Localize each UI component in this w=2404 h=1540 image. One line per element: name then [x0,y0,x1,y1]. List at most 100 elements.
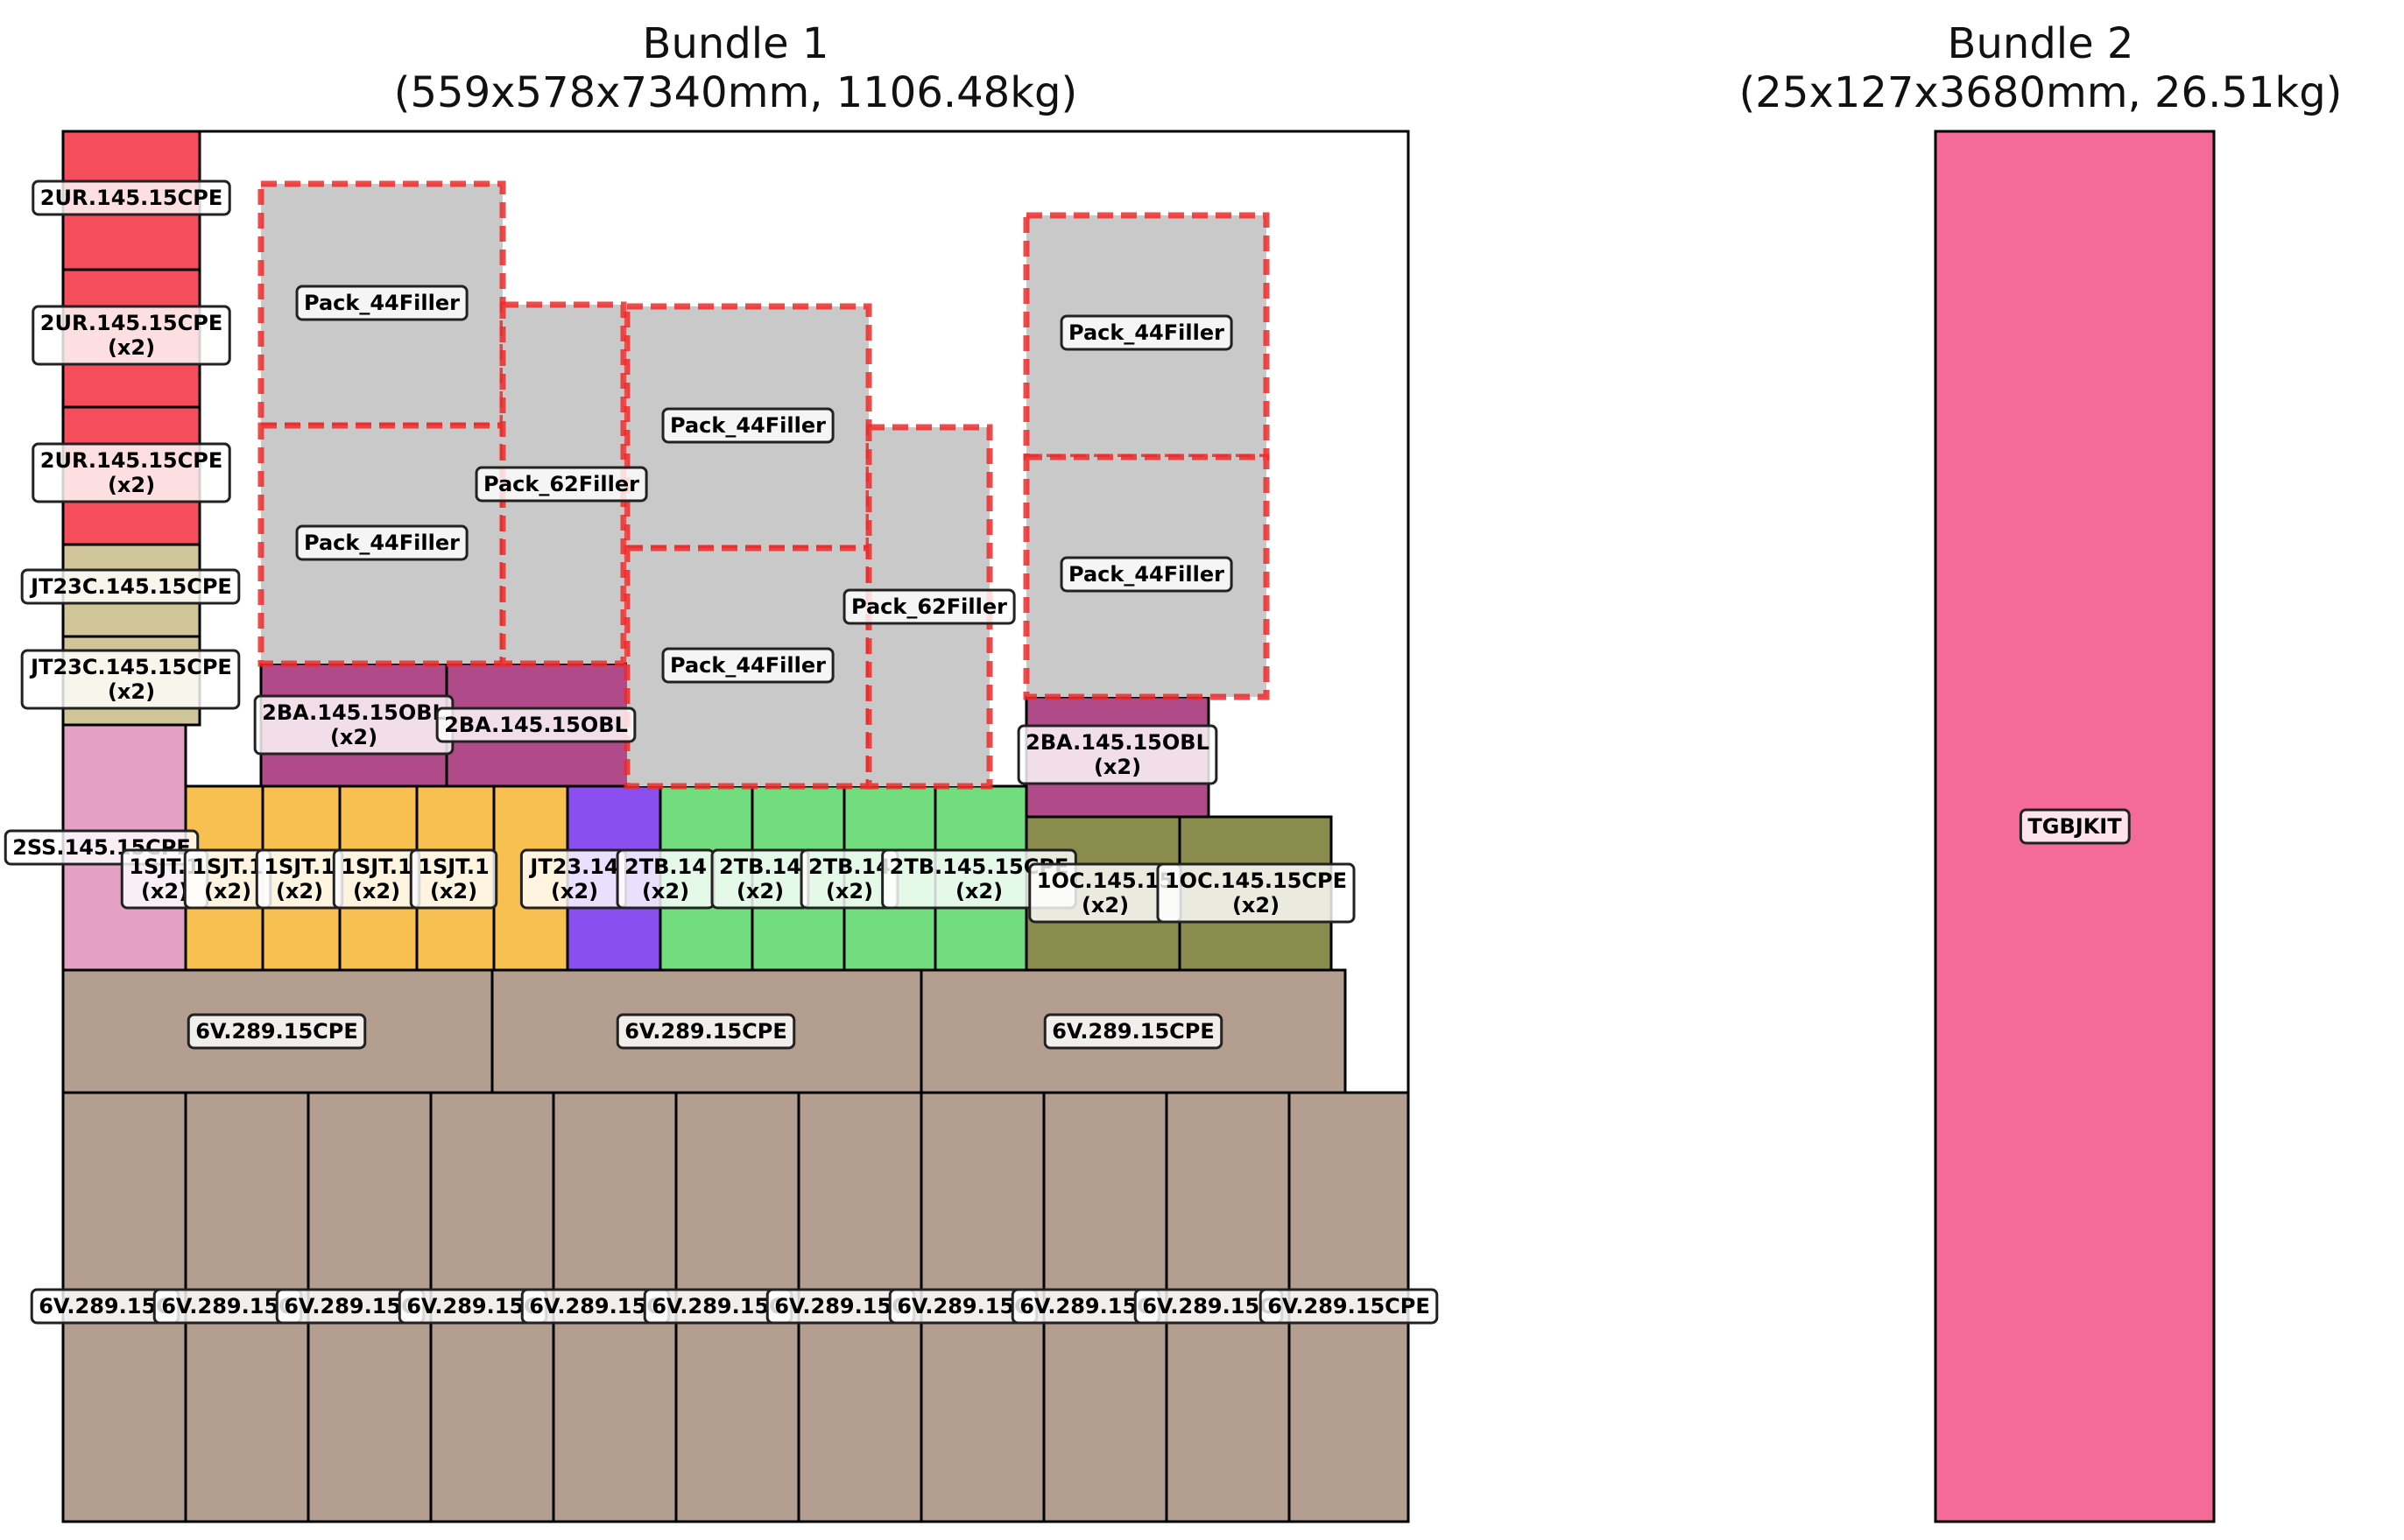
part-label-quantity: (x2) [353,879,400,904]
part-label-name: 6V.289.15CPE [1267,1294,1430,1318]
part-label-text: 2UR.145.15CPE(x2) [40,448,222,497]
part-label-name: 2TB.14 [624,854,707,879]
part-label-text: 6V.289.15CPE [1052,1019,1215,1044]
part-label-text: TGBJKIT [2027,814,2122,839]
part-label-text: 1SJT.1(x2) [192,854,263,904]
part-label-text: 6V.289.15CPE [624,1019,787,1044]
part-label-text: Pack_44Filler [670,653,826,678]
part-label-box [32,305,231,366]
part-label-name: 2BA.145.15OBL [262,700,446,725]
part-label-box [187,1013,367,1050]
part-label-2ba-c: 2BA.145.15OBL(x2) [1017,724,1218,785]
part-label-box [295,524,469,561]
part-label-2tb-b: 2TB.14(x2) [710,848,810,910]
part-label-name: 6V.289.15C [1142,1294,1275,1318]
part-label-jt23c-a: JT23C.145.15CPE [20,568,241,605]
part-label-name: 6V.289.15C [774,1294,907,1318]
part-label-text: 2BA.145.15OBL(x2) [1026,730,1209,779]
part-label-text: 6V.289.15C [774,1294,907,1318]
part-label-text: 2TB.14(x2) [624,854,707,904]
part-label-text: 6V.289.15C [897,1294,1030,1318]
part-label-box [409,848,498,910]
part-label-text: 6V.289.15CPE [195,1019,358,1044]
part-label-box [20,568,241,605]
part-label-quantity: (x2) [330,725,377,749]
part-label-tgbjkit: TGBJKIT [2019,808,2131,845]
part-label-jt23c-b: JT23C.145.15CPE(x2) [20,649,241,710]
part-label-name: 6V.289.15C [652,1294,785,1318]
part-label-quantity: (x2) [108,473,155,497]
part-label-quantity: (x2) [955,879,1003,904]
part-label-name: 1OC.145.15CPE [1165,868,1347,893]
part-label-name: 2BA.145.15OBL [444,713,628,737]
part-label-quantity: (x2) [430,879,477,904]
part-label-text: Pack_44Filler [670,413,826,438]
bundle-1-title: Bundle 1 (559x578x7340mm, 1106.48kg) [263,19,1209,117]
part-label-text: 6V.289.15C [1019,1294,1153,1318]
part-label-f62-a: Pack_62Filler [475,466,648,503]
part-label-text: 6V.289.15C [39,1294,172,1318]
part-label-f62-b: Pack_62Filler [842,588,1016,625]
part-label-text: Pack_44Filler [1068,562,1224,587]
part-label-6v-k: 6V.289.15CPE [1258,1288,1439,1325]
part-label-text: 1SJT.1(x2) [341,854,412,904]
part-label-name: 1SJT.1 [341,854,412,879]
part-label-1sjt-d: 1SJT.1(x2) [332,848,421,910]
part-label-text: 1SJT.1(x2) [418,854,489,904]
part-label-name: 6V.289.15C [161,1294,294,1318]
part-label-quantity: (x2) [826,879,873,904]
part-label-2ba-b: 2BA.145.15OBL [435,707,637,743]
part-label-text: 6V.289.15C [161,1294,294,1318]
part-label-text: JT23C.145.15CPE [29,574,232,599]
part-label-box [661,407,835,444]
part-label-text: 2UR.145.15CPE [40,186,222,210]
part-label-6v-c: 6V.289.15C [275,1288,426,1325]
part-label-text: 6V.289.15CPE [1267,1294,1430,1318]
part-label-text: JT23C.145.15CPE(x2) [29,655,232,704]
part-label-name: 2TB.14 [719,854,801,879]
part-label-name: 6V.289.15CPE [1052,1019,1215,1044]
part-label-box [1060,314,1233,351]
part-label-box [616,1013,796,1050]
part-label-name: Pack_62Filler [851,594,1007,619]
part-label-name: 2UR.145.15CPE [40,186,222,210]
part-label-name: 6V.289.15C [1019,1294,1153,1318]
part-label-text: Pack_44Filler [304,291,460,315]
part-label-name: Pack_44Filler [1068,320,1224,345]
part-label-name: Pack_62Filler [483,472,639,496]
part-label-box [475,466,648,503]
part-label-text: JT23.14(x2) [528,854,618,904]
part-label-name: 6V.289.15C [284,1294,417,1318]
part-label-6v-f: 6V.289.15C [643,1288,793,1325]
part-label-text: 6V.289.15C [406,1294,539,1318]
part-label-quantity: (x2) [108,679,155,704]
part-label-name: 1SJT.1 [418,854,489,879]
part-label-quantity: (x2) [642,879,689,904]
part-label-text: 2TB.14(x2) [719,854,801,904]
part-label-name: 1OC.145.15 [1037,868,1174,893]
part-label-name: 6V.289.15CPE [624,1019,787,1044]
part-label-text: 6V.289.15C [652,1294,785,1318]
part-label-name: 6V.289.15C [897,1294,1030,1318]
part-label-name: 2UR.145.15CPE [40,311,222,335]
part-label-6v-w3: 6V.289.15CPE [1043,1013,1223,1050]
part-label-box [2019,808,2131,845]
part-label-6v-j: 6V.289.15C [1133,1288,1284,1325]
bundle-1-name: Bundle 1 [642,19,829,68]
part-label-quantity: (x2) [1094,755,1141,779]
part-label-text: 6V.289.15C [284,1294,417,1318]
part-label-box [32,179,231,216]
bundle-1-dimensions: (559x578x7340mm, 1106.48kg) [393,68,1078,117]
part-label-box [435,707,637,743]
part-label-text: 2TB.14(x2) [808,854,891,904]
part-label-box [32,442,231,503]
part-label-text: 2BA.145.15OBL(x2) [262,700,446,749]
part-label-2ur-c: 2UR.145.15CPE(x2) [32,442,231,503]
part-label-quantity: (x2) [276,879,323,904]
part-label-name: Pack_44Filler [670,653,826,678]
part-label-text: 6V.289.15C [529,1294,662,1318]
part-label-text: 6V.289.15C [1142,1294,1275,1318]
part-label-2tb-c: 2TB.14(x2) [800,848,899,910]
part-label-name: Pack_44Filler [304,531,460,555]
